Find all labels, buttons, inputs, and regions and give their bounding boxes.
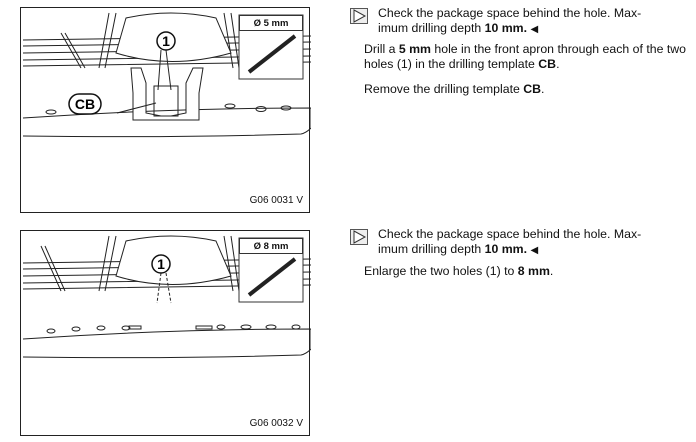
- end-mark-icon: ◀: [530, 245, 539, 256]
- callout-1: 1: [162, 33, 170, 49]
- note-text: Check the package space behind the hole.…: [378, 227, 642, 241]
- instruction-remove: Remove the drilling template CB.: [364, 82, 545, 96]
- note-text: Check the package space behind the hole.…: [378, 6, 642, 20]
- drill-size-label: Ø 5 mm: [239, 15, 303, 31]
- depth-value: 10 mm: [484, 242, 524, 256]
- drill-size-label: Ø 8 mm: [239, 238, 303, 254]
- drill-bit-icon: [247, 257, 297, 297]
- drill-bit-icon: [247, 34, 297, 74]
- caution-note: Check the package space behind the hole.…: [350, 6, 680, 37]
- callout-1: 1: [157, 256, 165, 272]
- figure-drilling-template: 1 CB Ø 5 mm G06 0031 V: [20, 7, 311, 213]
- note-text: imum drilling depth: [378, 242, 485, 256]
- caution-note: Check the package space behind the hole.…: [350, 227, 680, 258]
- note-text: imum drilling depth: [378, 21, 485, 35]
- caution-triangle-icon: [350, 8, 368, 24]
- figure-enlarge-holes: 1 Ø 8 mm G06 0032 V: [20, 230, 311, 436]
- depth-value: 10 mm: [484, 21, 524, 35]
- figure-code: G06 0031 V: [249, 195, 303, 206]
- figure-code: G06 0032 V: [249, 418, 303, 429]
- instruction-enlarge: Enlarge the two holes (1) to 8 mm.: [364, 264, 554, 278]
- instruction-drill: Drill a 5 mm hole in the front apron thr…: [364, 42, 686, 71]
- apron-illustration: 1 CB: [22, 12, 311, 138]
- apron-illustration: 1: [22, 235, 311, 359]
- caution-triangle-icon: [350, 229, 368, 245]
- callout-cb: CB: [75, 96, 95, 112]
- end-mark-icon: ◀: [530, 24, 539, 35]
